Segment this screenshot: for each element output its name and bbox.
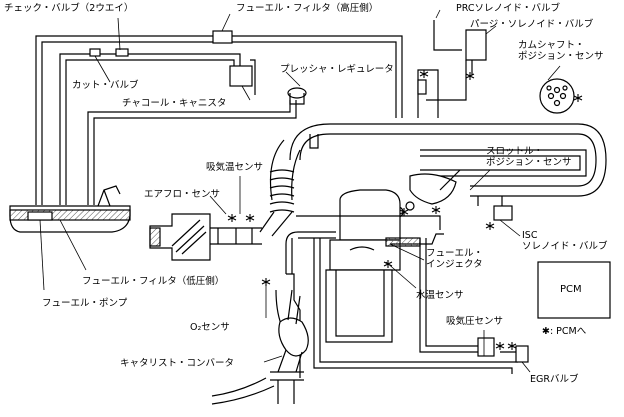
pcm-label: PCM xyxy=(560,284,582,295)
purge-solenoid-label: パージ・ソレノイド・バルブ xyxy=(470,19,594,30)
pressure-regulator-label: プレッシャ・レギュレータ xyxy=(280,64,394,75)
prc-solenoid-label: PRCソレノイド・バルブ xyxy=(456,3,560,14)
pcm-box xyxy=(537,261,611,319)
fuel-filter-high-label: フューエル・フィルタ（高圧側） xyxy=(236,3,379,14)
throttle-body xyxy=(409,173,457,205)
top-fuel-lines xyxy=(35,35,403,205)
catalyst-label: キャタリスト・コンバータ xyxy=(120,358,235,369)
intake-temp-sensor-label: 吸気温センサ xyxy=(206,162,264,173)
o2-sensor-label: O₂センサ xyxy=(190,322,230,333)
charcoal-canister-body xyxy=(229,65,253,87)
pressure-regulator-body xyxy=(287,87,307,99)
isc-valve xyxy=(477,196,513,221)
charcoal-canister-label: チャコール・キャニスタ xyxy=(122,98,227,109)
cut-valve-label: カット・バルブ xyxy=(72,80,139,91)
egr-valve-body xyxy=(515,345,529,363)
airflow-sensor-label: エアフロ・センサ xyxy=(144,189,221,200)
fuel-filter-low-label: フューエル・フィルタ（低圧側） xyxy=(82,276,225,287)
pcm-note-label: ✱: PCMへ xyxy=(542,326,587,337)
intake-pressure-sensor-body xyxy=(477,337,495,357)
throttle-sensor-label: スロットル・ ポジション・センサ xyxy=(486,146,572,168)
check-valve-label: チェック・バルブ（2ウエイ） xyxy=(4,3,134,14)
cam-sensor-label: カムシャフト・ ポジション・センサ xyxy=(518,40,604,62)
purge-solenoid xyxy=(417,20,487,118)
intake-loop xyxy=(289,123,607,197)
egr-lines xyxy=(285,215,529,374)
cam-sensor xyxy=(539,78,575,114)
fuel-pump-label: フューエル・ポンプ xyxy=(42,298,128,309)
exhaust xyxy=(211,273,309,405)
fuel-injector-label: フューエル・ インジェクタ xyxy=(426,248,484,270)
intake-pressure-sensor-label: 吸気圧センサ xyxy=(446,316,504,327)
air-cleaner xyxy=(149,213,262,261)
check-valve-body xyxy=(115,48,129,57)
cut-valve-body xyxy=(89,48,101,57)
isc-valve-label: ISC ソレノイド・バルブ xyxy=(522,230,608,252)
egr-valve-label: EGRバルブ xyxy=(530,374,579,385)
water-temp-sensor-label: 水温センサ xyxy=(416,290,464,301)
intake-hose xyxy=(259,139,301,237)
high-pressure-filter-body xyxy=(212,30,233,44)
engine-block xyxy=(325,189,444,343)
fuel-tank xyxy=(9,185,131,233)
leader-lines xyxy=(39,9,561,373)
pcm-markers xyxy=(227,70,583,350)
